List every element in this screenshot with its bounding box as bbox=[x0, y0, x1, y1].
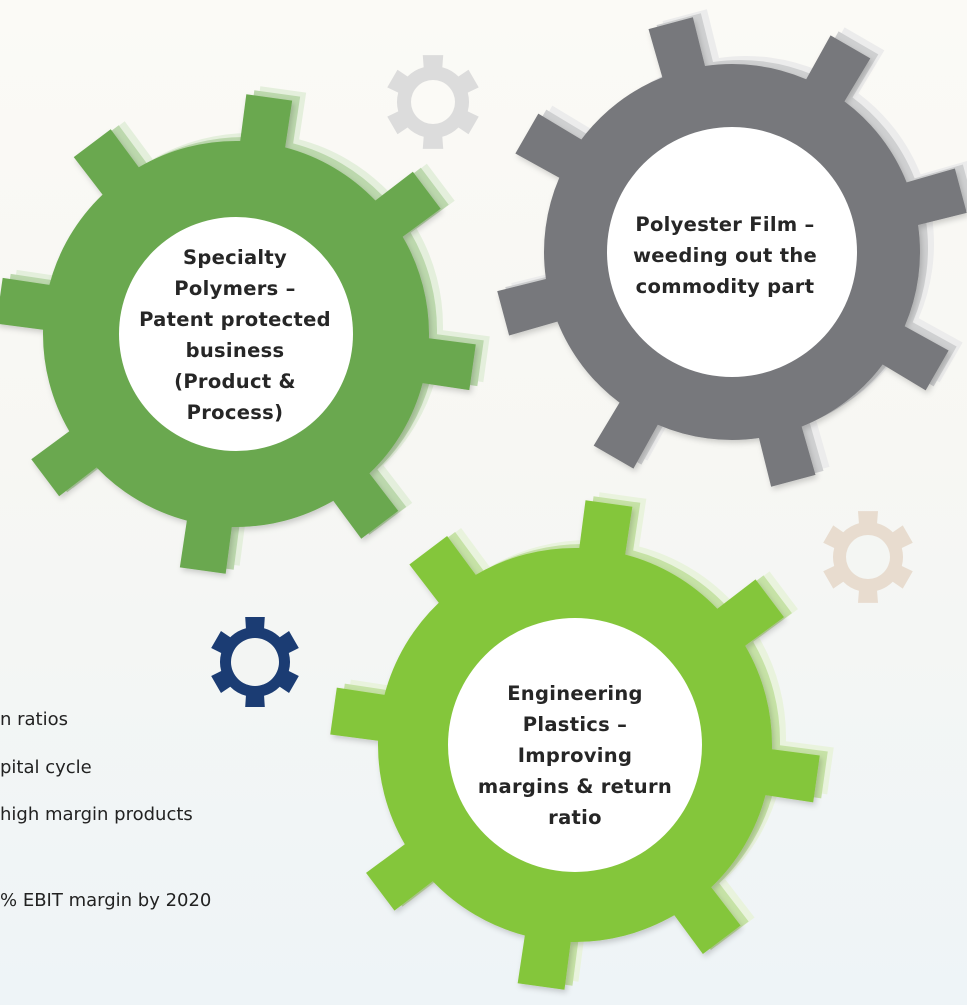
gear-hub bbox=[119, 217, 353, 451]
bullet-text-1: n ratios bbox=[0, 709, 69, 730]
small-beige-gear-icon bbox=[823, 511, 913, 603]
gear-label-line: Process) bbox=[186, 401, 284, 424]
gear-hub bbox=[607, 127, 857, 377]
polyester-film-label: Polyester Film – weeding out the commodity… bbox=[610, 190, 840, 320]
gear-label-line: margins & return bbox=[477, 774, 673, 798]
gear-hub bbox=[411, 80, 455, 124]
gear-label-line: ratio bbox=[548, 805, 602, 829]
gear-label-line: Improving bbox=[517, 743, 633, 767]
small-gray-gear-icon bbox=[387, 55, 479, 149]
gear-label-line: business bbox=[185, 339, 285, 362]
gear-label-line: Patent protected bbox=[139, 308, 331, 331]
gear-hub bbox=[231, 638, 279, 686]
gear-label-line: Engineering bbox=[507, 681, 643, 705]
specialty-polymers-gear bbox=[0, 86, 490, 574]
gear-hub bbox=[846, 535, 890, 579]
gear-label-line: weeding out the bbox=[632, 243, 818, 267]
gear-label-line: Specialty bbox=[182, 246, 288, 269]
gear-label-line: Polymers – bbox=[174, 277, 296, 300]
bullet-text-4: % EBIT margin by 2020 bbox=[0, 890, 212, 911]
gear-label-line: Plastics – bbox=[522, 712, 628, 736]
gear-label-line: Polyester Film – bbox=[635, 212, 815, 236]
bullet-text-2: pital cycle bbox=[0, 757, 92, 778]
bullet-text-3: high margin products bbox=[0, 804, 193, 825]
gear-hub bbox=[448, 618, 702, 872]
small-navy-gear-icon bbox=[211, 617, 299, 707]
engineering-plastics-gear bbox=[330, 492, 834, 990]
gear-label-line: (Product & bbox=[174, 370, 296, 393]
polyester-film-gear bbox=[497, 9, 967, 487]
gear-label-line: commodity part bbox=[635, 274, 815, 298]
